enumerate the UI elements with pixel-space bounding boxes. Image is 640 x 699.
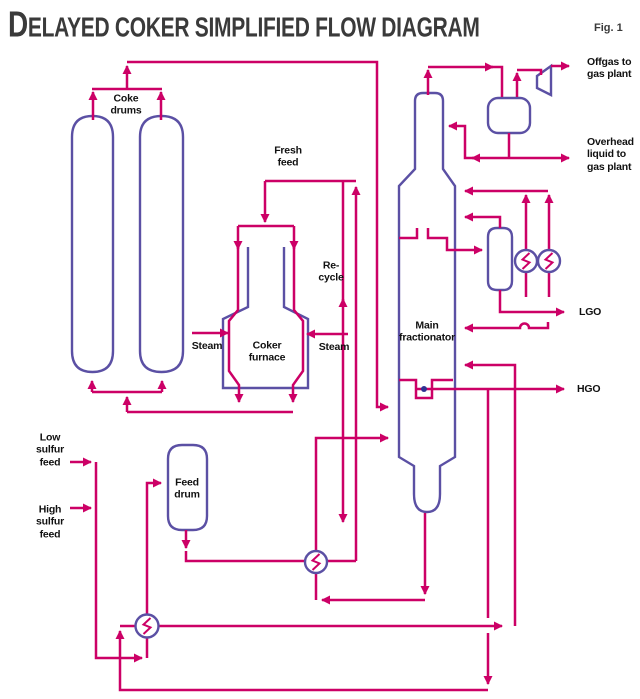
label-high-sulfur-feed: High sulfur feed — [36, 503, 64, 541]
exchanger-2-coil — [543, 252, 555, 270]
exchanger-1-coil — [520, 252, 532, 270]
label-overhead-liquid: Overhead liquid to gas plant — [587, 136, 634, 173]
draw-tray-nozzle-dot — [421, 386, 427, 392]
feed-downcomer-line — [94, 462, 143, 663]
label-main-fractionator: Main fractionator — [399, 319, 455, 344]
coker-furnace-vessel — [221, 247, 310, 390]
reflux-line — [448, 121, 509, 160]
overhead-accumulator-drum — [486, 96, 532, 135]
compressor-icon — [535, 63, 553, 97]
return-to-column-line — [464, 360, 517, 626]
bottoms-return-to-column-line — [314, 433, 389, 600]
feed-drum-vessel — [166, 443, 209, 532]
label-steam-right: Steam — [318, 340, 350, 353]
overhead-to-drum-line — [428, 65, 504, 97]
label-lgo: LGO — [579, 306, 602, 318]
overhead-vapor-to-fractionator-line — [127, 60, 389, 412]
pumparound-draw-line — [464, 322, 550, 333]
upper-draw-tray-left — [399, 228, 419, 240]
preheated-feed-to-drum-line — [145, 478, 162, 658]
stripper-feed-line — [426, 228, 483, 255]
exchanger-3-coil — [310, 553, 322, 571]
lgo-stripper-vessel — [486, 226, 514, 292]
vapor-to-compressor-line — [517, 68, 543, 75]
feed-to-exchanger-line — [184, 551, 356, 563]
lgo-product-line — [498, 290, 565, 317]
main-fractionator-vessel — [397, 91, 457, 514]
figure-label: Fig. 1 — [594, 22, 623, 34]
furnace-coil-left — [227, 226, 244, 403]
label-offgas: Offgas to gas plant — [587, 56, 632, 81]
hgo-draw-tray — [399, 378, 453, 400]
heat-exchangers — [134, 248, 562, 639]
furnace-coil-right — [288, 226, 305, 403]
label-feed-drum: Feed drum — [174, 476, 200, 501]
label-low-sulfur-feed: Low sulfur feed — [36, 431, 64, 469]
exchanger-4-coil — [141, 617, 153, 635]
coke-drum-1-vessel — [70, 114, 115, 374]
stripper-overhead-line — [464, 212, 502, 228]
equipment-outlines — [70, 63, 553, 532]
flow-lines — [70, 60, 570, 692]
label-steam-left: Steam — [191, 339, 223, 352]
label-recycle: Re- cycle — [318, 259, 344, 284]
bottom-return-line — [115, 630, 488, 692]
label-coke-drums: Coke drums — [110, 92, 142, 117]
label-fresh-feed: Fresh feed — [274, 144, 302, 169]
page-title: DELAYED COKER SIMPLIFIED FLOW DIAGRAM — [8, 4, 480, 45]
coke-drum-2-vessel — [138, 114, 185, 374]
label-hgo: HGO — [577, 383, 601, 395]
label-coker-furnace: Coker furnace — [248, 339, 286, 364]
